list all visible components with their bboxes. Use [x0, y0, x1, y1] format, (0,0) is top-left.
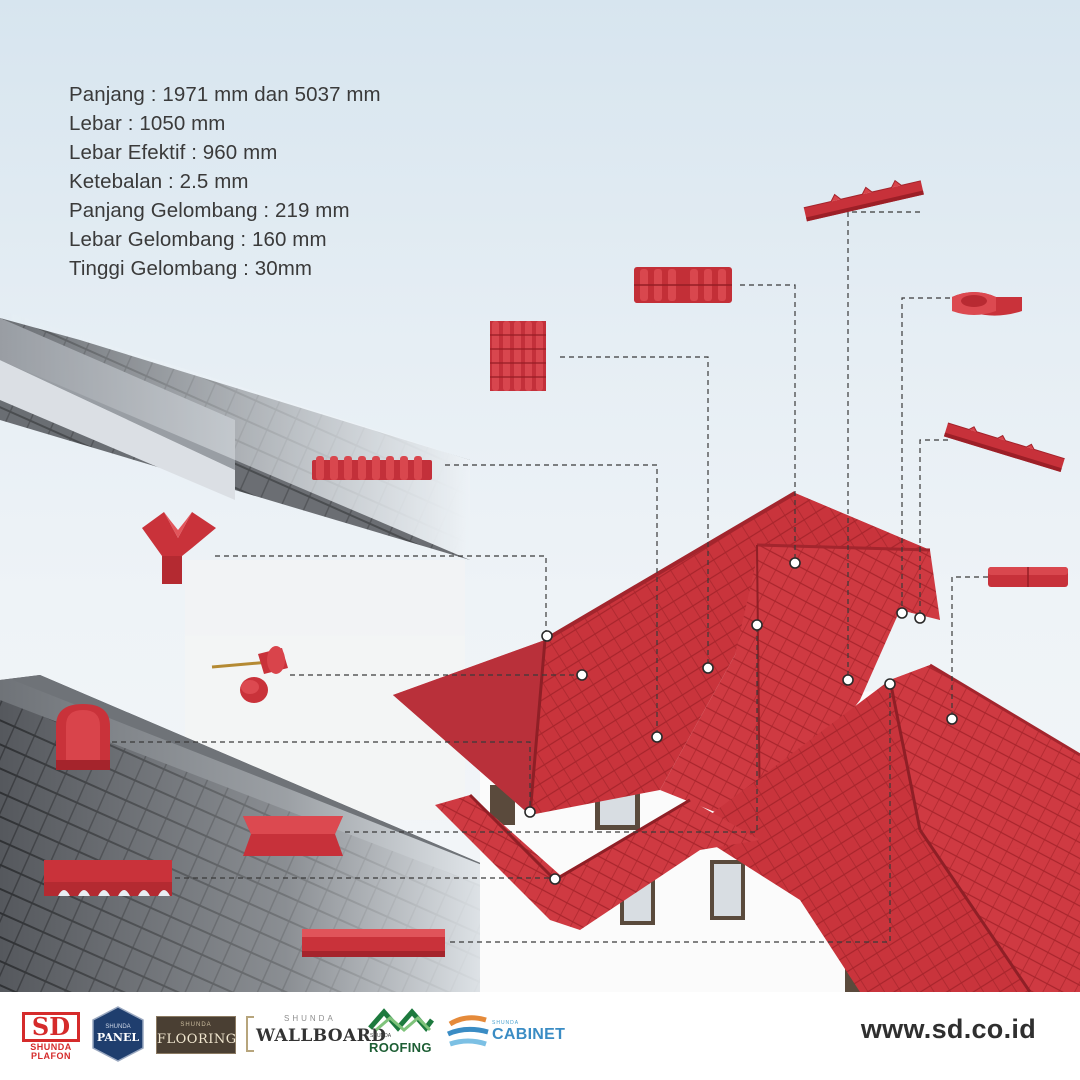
brand-line1: SHUNDA: [30, 1042, 72, 1052]
ridge-cap-end-icon: [952, 292, 1022, 316]
y-connector-icon: [142, 512, 216, 584]
shunda-panel-logo[interactable]: SHUNDA PANEL: [92, 1006, 144, 1062]
brand-line2: PLAFON: [31, 1051, 71, 1061]
brand-top: SHUNDA: [284, 1014, 336, 1023]
spec-lebar: Lebar : 1050 mm: [69, 112, 226, 135]
spec-lebar-gelombang: Lebar Gelombang : 160 mm: [69, 228, 327, 251]
ridge-tile-icon: [803, 179, 924, 222]
shunda-roofing-logo[interactable]: SHUNDA ROOFING: [368, 1006, 434, 1066]
spec-ketebalan: Ketebalan : 2.5 mm: [69, 170, 249, 193]
ridge-cap-icon: [988, 567, 1068, 587]
brand-main: FLOORING: [157, 1032, 237, 1047]
hip-ridge-icon: [943, 422, 1065, 473]
brand-main: WALLBOARD: [256, 1026, 387, 1046]
shunda-wallboard-logo[interactable]: SHUNDA WALLBOARD: [246, 1014, 386, 1058]
spec-panjang-gelombang: Panjang Gelombang : 219 mm: [69, 199, 350, 222]
leader-dots: [524, 557, 958, 885]
flashing-icon: [302, 929, 445, 957]
screw-cap-icon: [211, 646, 288, 703]
roof-tile-row-icon: [634, 267, 732, 303]
infographic-canvas: Panjang : 1971 mm dan 5037 mm Lebar : 10…: [0, 0, 1080, 992]
spec-panjang: Panjang : 1971 mm dan 5037 mm: [69, 83, 381, 106]
roof-scene: [0, 179, 1080, 992]
shunda-plafon-logo[interactable]: SD SHUNDA PLAFON: [22, 1012, 80, 1061]
brand-main: CABINET: [492, 1026, 566, 1043]
eave-tile-row-icon: [312, 456, 432, 480]
brand-footer: SD SHUNDA PLAFON SHUNDA PANEL SHUNDA FLO…: [0, 992, 1080, 1080]
shunda-cabinet-logo[interactable]: SHUNDA CABINET: [446, 1012, 565, 1060]
brand-top: SHUNDA: [492, 1020, 520, 1026]
valley-gutter-icon: [243, 816, 343, 856]
spec-lebar-efektif: Lebar Efektif : 960 mm: [69, 141, 278, 164]
cabinet-stripes-icon: [446, 1015, 489, 1047]
roof-panel-icon: [490, 321, 546, 391]
sd-mark: SD: [22, 1012, 80, 1042]
website-link[interactable]: www.sd.co.id: [860, 1014, 1036, 1044]
brand-top: SHUNDA: [370, 1033, 392, 1039]
leader-lines: [112, 211, 988, 943]
shunda-flooring-logo[interactable]: SHUNDA FLOORING: [156, 1016, 236, 1054]
bracket-icon: [246, 1016, 254, 1052]
roof-chevrons-icon: [368, 1008, 434, 1032]
spec-list: Panjang : 1971 mm dan 5037 mm Lebar : 10…: [69, 80, 381, 283]
brand-top: SHUNDA: [180, 1022, 212, 1028]
eave-closure-icon: [44, 860, 172, 896]
brand-main: PANEL: [96, 1031, 140, 1044]
background-roof-upper: [0, 310, 470, 820]
red-house: [393, 491, 1080, 992]
hexagon-icon: [92, 1006, 144, 1062]
brand-top: SHUNDA: [105, 1024, 131, 1030]
end-cap-icon: [56, 704, 110, 770]
brand-main: ROOFING: [369, 1040, 432, 1055]
spec-tinggi-gelombang: Tinggi Gelombang : 30mm: [69, 257, 313, 280]
